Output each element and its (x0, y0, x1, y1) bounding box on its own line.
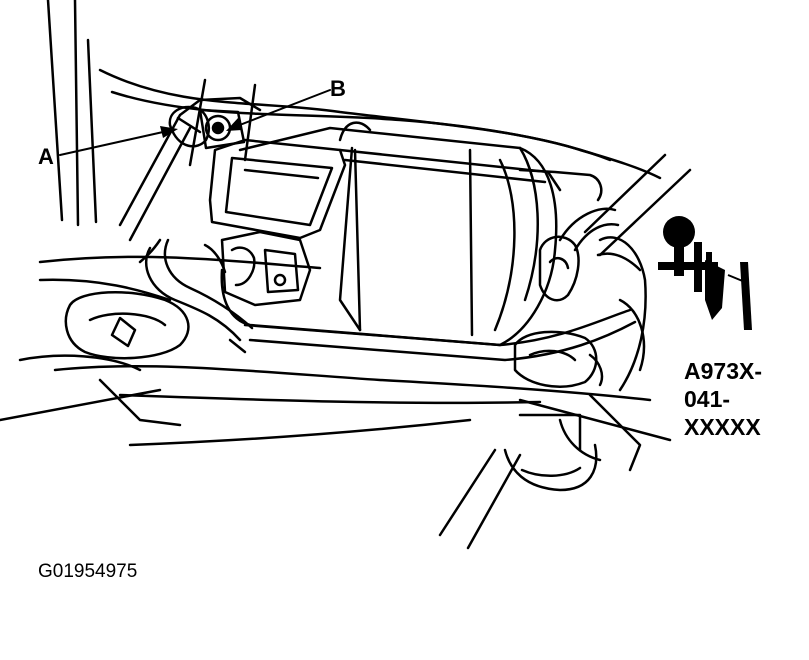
callout-a-label: A (38, 144, 54, 169)
tool-part-number: A973X- 041- XXXXX (684, 357, 762, 441)
hose-lower (245, 310, 635, 385)
tool-part-line-2: 041- (684, 386, 731, 412)
lower-right-mount (505, 332, 596, 490)
valve-assembly (222, 232, 310, 352)
canister-body (222, 123, 556, 345)
right-fitting (540, 237, 646, 390)
callout-b-label: B (330, 76, 346, 101)
hose-left (140, 240, 252, 340)
callout-a-leader (60, 130, 172, 155)
canister-cover (210, 140, 345, 238)
figure-id: G01954975 (38, 561, 138, 582)
connector-b (200, 110, 244, 148)
callout-a-arrowhead (160, 126, 178, 138)
support-rod (440, 155, 690, 548)
callout-b-arrowhead (226, 118, 242, 131)
lower-panel (20, 356, 640, 470)
left-mount (66, 292, 189, 358)
tool-part-line-3: XXXXX (684, 414, 761, 440)
frame-structure (0, 0, 670, 445)
tool-part-line-1: A973X- (684, 358, 762, 384)
retaining-strap (340, 148, 601, 330)
callout-b-leader (232, 90, 330, 128)
hose-right (560, 209, 640, 270)
special-tool-icon (658, 216, 752, 330)
